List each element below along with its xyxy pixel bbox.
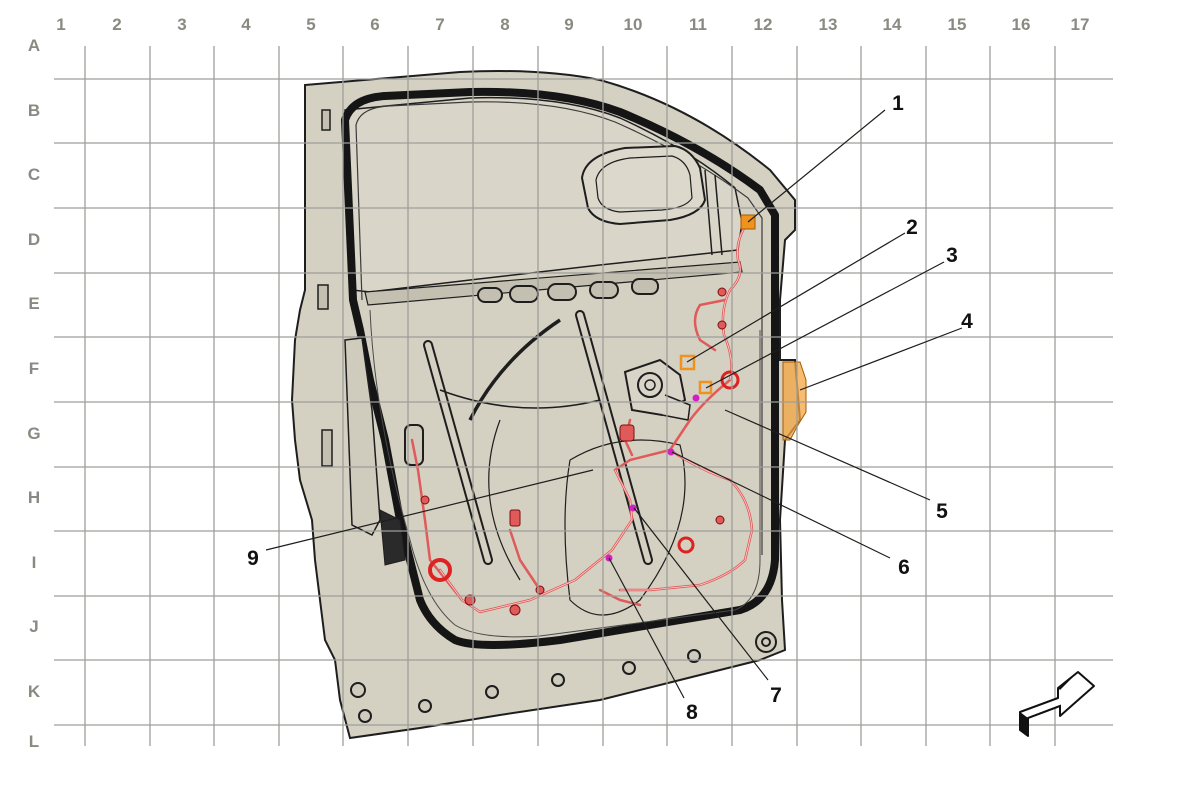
column-label: 4 [241,15,251,34]
row-label: D [28,230,40,249]
harness-clips [420,287,740,616]
callout-6: 6 [898,556,910,579]
column-label: 10 [624,15,643,34]
row-label: A [28,36,40,55]
door-seal [341,87,779,649]
callout-5: 5 [936,500,948,523]
callout-2: 2 [906,216,918,239]
row-label: J [29,617,38,636]
row-label: F [29,359,39,378]
window-regulator [423,310,686,616]
column-label: 7 [435,15,444,34]
callout-7: 7 [770,684,782,707]
column-label: 9 [564,15,573,34]
reference-grid [54,46,1113,746]
reinforcement-openings [477,278,659,303]
column-label: 3 [177,15,186,34]
side-mirror [580,144,707,226]
grid-row-labels: A B C D E F G H I J K L [27,36,40,751]
column-label: 13 [819,15,838,34]
column-label: 16 [1012,15,1031,34]
callout-8: 8 [686,701,698,724]
column-label: 8 [500,15,509,34]
row-label: I [32,553,37,572]
callout-leaders [265,109,963,699]
column-label: 6 [370,15,379,34]
column-label: 12 [754,15,773,34]
column-label: 11 [689,15,707,34]
grid-column-labels: 1 2 3 4 5 6 7 8 9 10 11 12 13 14 15 16 1… [56,15,1089,34]
door-panel-illustration [290,70,802,740]
window-motor [623,358,691,421]
callout-1: 1 [892,92,904,115]
row-label: H [28,488,40,507]
column-label: 14 [883,15,902,34]
column-label: 15 [948,15,967,34]
door-latch [344,337,424,566]
row-label: L [29,732,39,751]
row-label: G [27,424,40,443]
orientation-arrow-icon [1019,671,1095,737]
row-label: C [28,165,40,184]
column-label: 5 [306,15,315,34]
bottom-fasteners [350,631,777,723]
row-label: K [28,682,41,701]
callout-4: 4 [961,310,973,333]
callout-3: 3 [946,244,958,267]
column-label: 17 [1071,15,1090,34]
column-label: 1 [56,15,65,34]
column-label: 2 [112,15,121,34]
row-label: E [28,294,39,313]
callout-numbers: 1 2 3 4 5 6 7 8 9 [247,92,973,724]
row-label: B [28,101,40,120]
callout-9: 9 [247,547,259,570]
